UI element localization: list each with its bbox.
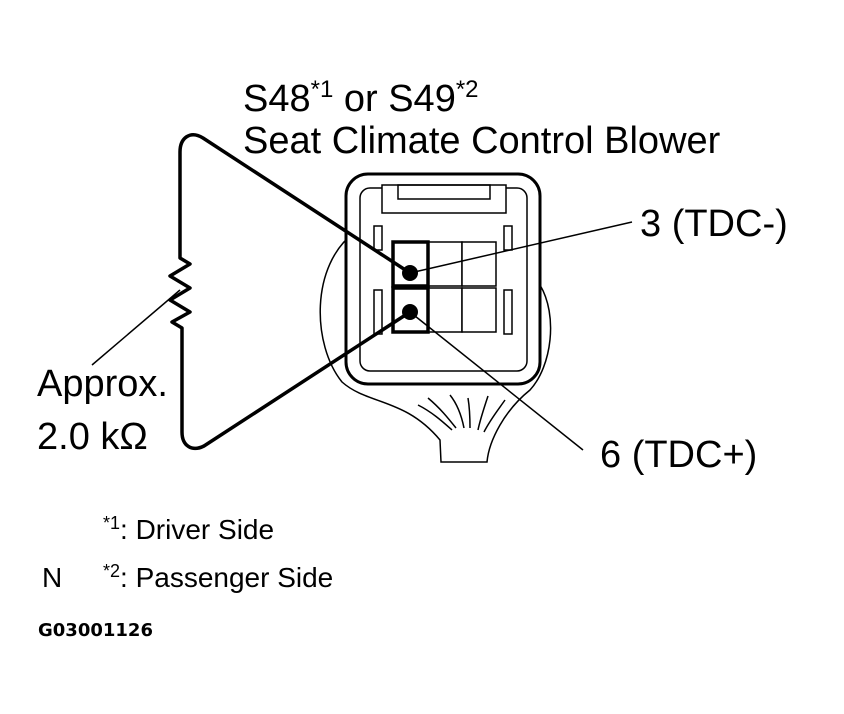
ohmmeter-lead [168, 133, 411, 451]
resistance-label-line1: Approx. [37, 363, 168, 405]
terminal-grid [427, 241, 497, 333]
terminal-3-label: 3 (TDC-) [640, 203, 788, 245]
footnote-ref-1: *1 [310, 76, 334, 103]
note-1-ref: *1 [103, 513, 121, 533]
note-2-text: : Passenger Side [120, 562, 334, 593]
note-passenger-side: *2: Passenger Side [103, 561, 334, 593]
diagram-title-line2: Seat Climate Control Blower [243, 120, 721, 162]
note-driver-side: *1: Driver Side [103, 513, 275, 545]
note-1-text: : Driver Side [120, 514, 275, 545]
terminal-6-leader [409, 311, 584, 451]
resistance-label-line2: 2.0 kΩ [37, 416, 148, 458]
footnote-ref-2: *2 [455, 76, 479, 103]
diagram-title-line1: S48*1 or S49*2 [243, 78, 479, 120]
terminal-3-leader [409, 221, 633, 274]
connector-or-s49-label: or S49 [333, 78, 456, 120]
figure-id: G03001126 [38, 620, 153, 641]
terminal-6-label: 6 (TDC+) [600, 434, 758, 476]
resistance-leader [91, 289, 181, 366]
harness-wires [417, 394, 506, 433]
note-2-ref: *2 [103, 561, 121, 581]
note-prefix: N [42, 562, 63, 593]
connector-s48-label: S48 [243, 78, 311, 120]
